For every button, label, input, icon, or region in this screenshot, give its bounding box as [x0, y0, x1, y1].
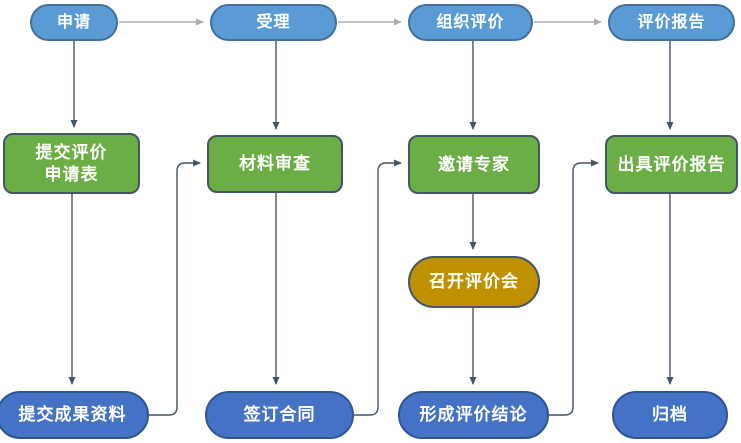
node-end-archive: 归档: [612, 391, 728, 439]
node-stage-apply-label: 申请: [56, 13, 91, 31]
node-stage-evaluation-report-label: 评价报告: [637, 13, 706, 31]
elbow-submit-materials-to-material-review: [149, 159, 201, 416]
node-step-issue-report: 出具评价报告: [605, 135, 738, 194]
node-step-invite-experts-label: 邀请专家: [438, 154, 510, 174]
node-step-submit-application-form-line1: 提交评价: [35, 143, 108, 163]
node-step-hold-meeting-label: 召开评价会: [429, 272, 519, 292]
node-end-archive-label: 归档: [652, 405, 688, 425]
node-stage-organize-evaluation: 组织评价: [408, 4, 533, 41]
node-end-submit-materials: 提交成果资料: [0, 391, 149, 439]
node-step-submit-application-form: 提交评价 申请表: [3, 133, 140, 194]
node-step-invite-experts: 邀请专家: [408, 135, 540, 194]
node-end-sign-contract-label: 签订合同: [243, 405, 316, 425]
node-end-form-conclusion-label: 形成评价结论: [419, 405, 528, 425]
node-end-form-conclusion: 形成评价结论: [398, 391, 549, 439]
node-stage-organize-evaluation-label: 组织评价: [436, 13, 505, 31]
node-step-material-review: 材料审查: [207, 135, 343, 193]
node-stage-accept: 受理: [210, 4, 337, 41]
node-step-submit-application-form-line2: 申请表: [44, 164, 99, 184]
node-stage-accept-label: 受理: [256, 13, 291, 31]
node-step-hold-meeting: 召开评价会: [408, 256, 540, 308]
node-step-material-review-label: 材料审查: [239, 154, 311, 174]
node-end-submit-materials-label: 提交成果资料: [18, 405, 127, 425]
node-stage-evaluation-report: 评价报告: [608, 4, 735, 41]
elbow-form-conclusion-to-issue-report: [549, 159, 599, 416]
node-end-sign-contract: 签订合同: [205, 391, 354, 439]
node-step-issue-report-label: 出具评价报告: [617, 154, 726, 174]
node-stage-apply: 申请: [30, 4, 118, 41]
elbow-sign-contract-to-invite-experts: [354, 159, 402, 416]
